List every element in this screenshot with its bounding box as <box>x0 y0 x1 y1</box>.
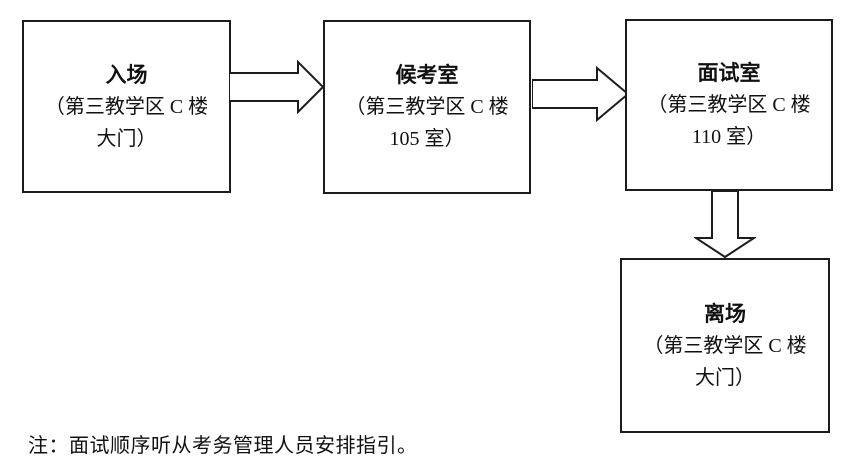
node-title: 面试室 <box>697 61 761 85</box>
node-location-line1: （第三教学区 C 楼 <box>345 96 509 118</box>
node-location-line1: （第三教学区 C 楼 <box>44 95 209 118</box>
node-location-line2: 大门） <box>96 127 157 150</box>
flow-node-exit: 离场 （第三教学区 C 楼 大门） <box>620 258 830 433</box>
flow-node-waiting-room: 候考室 （第三教学区 C 楼 105 室） <box>323 20 531 194</box>
node-location-line2: 大门） <box>695 366 755 389</box>
node-title: 离场 <box>704 301 746 326</box>
footnote: 注：面试顺序听从考务管理人员安排指引。 <box>28 435 418 457</box>
down-block-arrow-icon <box>694 191 756 259</box>
right-block-arrow-icon <box>532 66 630 122</box>
node-title: 候考室 <box>395 63 459 87</box>
node-location-line1: （第三教学区 C 楼 <box>647 94 811 116</box>
flow-node-entry: 入场 （第三教学区 C 楼 大门） <box>22 20 231 193</box>
node-location-line2: 105 室） <box>389 128 465 150</box>
flow-node-interview-room: 面试室 （第三教学区 C 楼 110 室） <box>625 19 833 191</box>
node-location-line2: 110 室） <box>691 126 767 148</box>
node-title: 入场 <box>105 62 148 87</box>
node-location-line1: （第三教学区 C 楼 <box>643 334 807 357</box>
right-block-arrow-icon <box>229 60 325 114</box>
